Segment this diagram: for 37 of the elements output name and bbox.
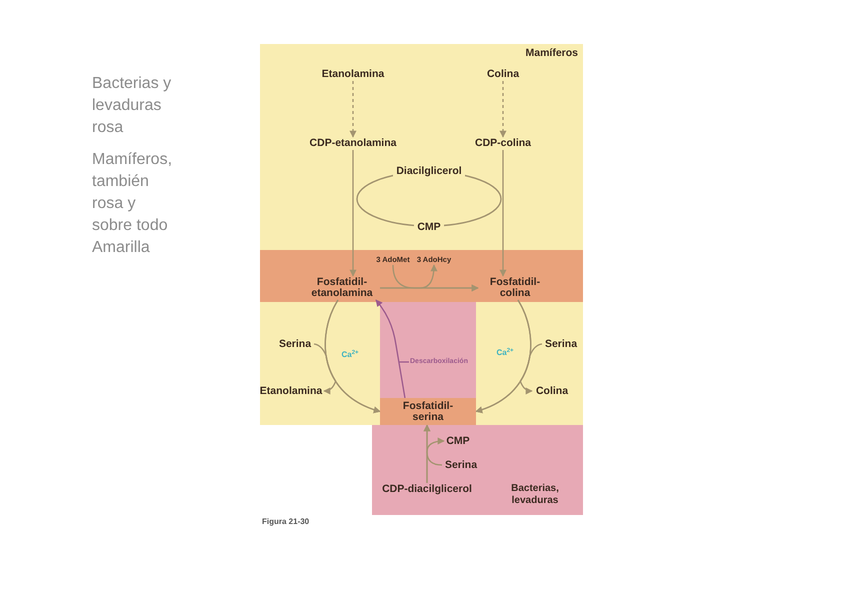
arrow: [350, 150, 357, 277]
metabolite-label: Serina: [276, 338, 314, 350]
arrow: [380, 264, 438, 289]
dashed-arrow: [350, 81, 356, 138]
note-text: Bacterias y levaduras rosa: [92, 74, 172, 138]
arrow: [314, 343, 381, 413]
metabolite-label: Serina: [542, 338, 580, 350]
metabolite-label: Colina: [480, 68, 526, 81]
metabolite-label: Etanolamina: [313, 68, 393, 81]
arrow: [323, 300, 339, 394]
metabolite-label: Fosfatidil- colina: [478, 276, 552, 300]
note-text: Mamíferos, también rosa y sobre todo Amarilla: [92, 150, 174, 258]
arrow: [500, 150, 506, 277]
region-title: Bacterias, levaduras: [510, 483, 560, 507]
dashed-arrow: [500, 81, 506, 138]
metabolite-label: CDP-colina: [462, 137, 544, 150]
region-title: Mamíferos: [524, 47, 578, 60]
caption: Figura 21-30: [262, 517, 310, 527]
metabolite-label: Serina: [442, 459, 480, 471]
metabolite-label: CMP: [444, 435, 472, 447]
arrow: [392, 264, 479, 292]
ion-label: Ca$^{2+}$: [495, 348, 515, 358]
metabolite-label: CMP: [414, 221, 444, 233]
metabolite-label: Fosfatidil- etanolamina: [304, 276, 380, 300]
ion-label: Ca$^{2+}$: [340, 350, 360, 360]
metabolite-label: CDP-etanolamina: [298, 137, 408, 150]
arrow: [375, 299, 410, 399]
arrow: [424, 424, 442, 466]
arrow: [426, 438, 445, 483]
arrow: [517, 300, 533, 394]
metabolite-label: CDP-diacilglicerol: [372, 483, 482, 496]
cycle-ellipse: [356, 165, 502, 233]
metabolite-box: Fosfatidil- serina: [380, 398, 476, 425]
metabolite-label: Colina: [532, 385, 572, 397]
metabolite-label: Diacilglicerol: [393, 165, 465, 177]
arrow: [475, 343, 542, 413]
metabolite-label: Etanolamina: [258, 385, 324, 397]
